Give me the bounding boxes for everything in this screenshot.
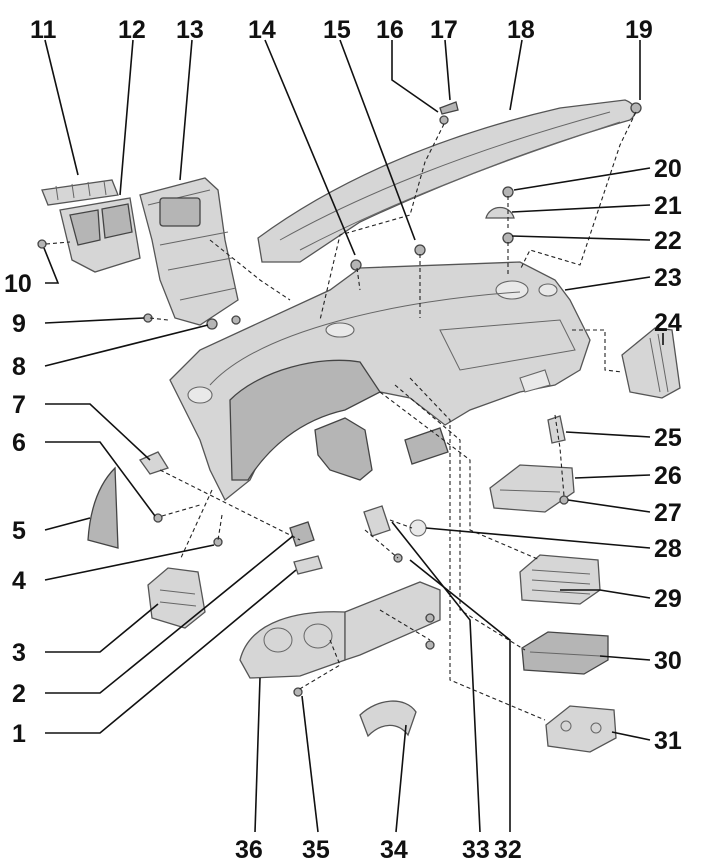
callout-34: 34 [380,836,408,864]
part-bracket-25 [547,415,566,444]
callout-17: 17 [430,16,458,44]
callout-5: 5 [12,517,26,545]
callout-16: 16 [376,16,404,44]
part-ring-28 [409,519,427,537]
callout-24: 24 [654,309,682,337]
part-radio-30 [521,631,609,675]
callout-32: 32 [494,836,522,864]
part-right-vent [621,327,681,399]
part-column-trim-34 [359,700,417,738]
callout-36: 36 [235,836,263,864]
callout-11: 11 [30,16,57,44]
part-screw-22 [502,232,514,244]
part-climate-control-31 [545,705,617,753]
callout-15: 15 [323,16,351,44]
part-center-vent-29 [519,554,601,605]
callout-numbers: 11 12 13 14 15 16 17 18 19 20 21 22 23 2… [4,16,682,864]
callout-8: 8 [12,353,26,381]
callout-4: 4 [12,567,26,595]
callout-12: 12 [118,16,146,44]
part-center-bracket [139,177,239,326]
part-screw-16 [439,115,449,125]
callout-7: 7 [12,391,26,419]
part-screw-35c [425,640,435,650]
part-clip-8 [206,318,218,330]
callout-23: 23 [654,264,682,292]
part-instrument-cluster-36 [239,581,441,679]
part-switch-2 [289,521,315,547]
part-screw-19 [630,102,642,114]
callout-29: 29 [654,585,682,613]
callout-19: 19 [625,16,653,44]
part-clip-17 [439,101,459,115]
part-glovebox-26 [489,464,575,513]
part-clip-14 [350,259,362,271]
callout-9: 9 [12,310,26,338]
callout-14: 14 [248,16,276,44]
part-speaker-21 [485,206,515,219]
callout-1: 1 [12,720,26,748]
part-switch-33 [363,505,391,537]
part-dashboard-panel [169,261,591,502]
part-left-vent-3 [147,567,206,629]
part-screw-35b [425,613,435,623]
callout-13: 13 [176,16,204,44]
leader-lines [43,39,664,833]
callout-6: 6 [12,429,26,457]
callout-25: 25 [654,424,682,452]
parts-illustration [37,99,681,753]
callout-2: 2 [12,680,26,708]
part-vent-housing [59,197,141,273]
callout-31: 31 [654,727,682,755]
part-screw-35 [293,687,303,697]
part-screw-6 [153,513,163,523]
callout-3: 3 [12,639,26,667]
callout-33: 33 [462,836,490,864]
part-screw-20 [502,186,514,198]
callout-20: 20 [654,155,682,183]
callout-18: 18 [507,16,535,44]
part-vent-grille-strip [41,179,119,206]
part-side-cover-5 [87,466,119,549]
callout-35: 35 [302,836,330,864]
part-switch-1 [293,555,323,575]
part-screw-27 [559,495,569,505]
callout-28: 28 [654,535,682,563]
callout-27: 27 [654,499,682,527]
assembly-lines [45,111,637,721]
part-dash-top-cover [257,99,636,263]
callout-30: 30 [654,647,682,675]
callout-26: 26 [654,462,682,490]
callout-21: 21 [654,192,682,220]
part-screw-10 [37,239,47,249]
part-clip-8b [231,315,241,325]
callout-22: 22 [654,227,682,255]
callout-10: 10 [4,270,32,298]
part-clip-15 [414,244,426,256]
